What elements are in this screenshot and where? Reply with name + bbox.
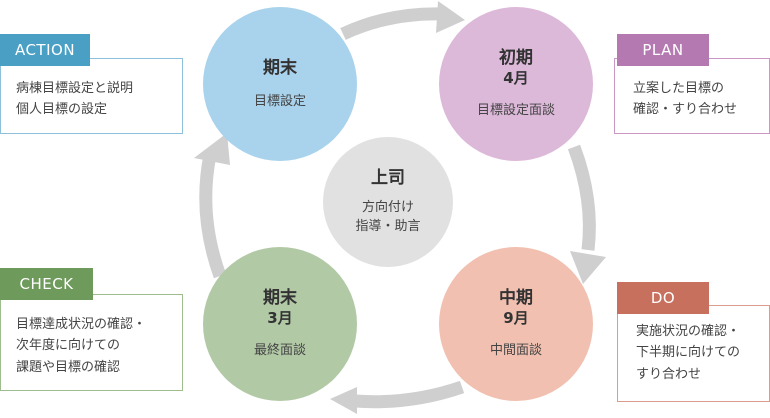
circle-desc: 最終面談 — [253, 343, 306, 359]
check-line-2: 次年度に向けての — [16, 338, 121, 354]
circle-title: 期末 — [263, 57, 297, 78]
check-description-box: 目標達成状況の確認・ 次年度に向けての 課題や目標の確認 — [0, 294, 183, 391]
circle-month: 4月 — [503, 68, 529, 87]
center-title: 上司 — [371, 168, 405, 189]
action-line-2: 個人目標の設定 — [16, 102, 108, 118]
circle-title: 期末 — [263, 287, 297, 308]
center-line-1: 方向付け — [361, 200, 414, 216]
circle-mid-term: 中期 9月 中間面談 — [439, 247, 593, 401]
arrow-top — [340, 7, 446, 40]
check-line-3: 課題や目標の確認 — [16, 359, 121, 375]
do-line-1: 実施状況の確認・ — [636, 324, 741, 339]
arrowhead-right — [570, 251, 606, 284]
plan-line-2: 確認・すり合わせ — [633, 102, 738, 118]
circle-title: 初期 — [499, 47, 533, 68]
plan-description-box: 立案した目標の 確認・すり合わせ — [614, 58, 770, 134]
arrow-right — [567, 144, 596, 251]
do-label: DO — [617, 282, 709, 314]
do-line-3: すり合わせ — [636, 366, 702, 382]
check-label: CHECK — [0, 268, 93, 300]
plan-label: PLAN — [617, 34, 709, 66]
arrowhead-bottom — [330, 387, 357, 414]
circle-supervisor: 上司 方向付け 指導・助言 — [323, 137, 453, 267]
arrowhead-left — [194, 133, 230, 165]
do-description-box: 実施状況の確認・ 下半期に向けての すり合わせ — [617, 305, 770, 402]
circle-desc: 中間面談 — [489, 343, 542, 359]
circle-term-end-goal-setting: 期末 目標設定 — [203, 7, 357, 161]
arrow-bottom — [354, 380, 465, 409]
center-line-2: 指導・助言 — [355, 219, 421, 235]
action-label: ACTION — [0, 34, 90, 66]
circle-month: 9月 — [503, 308, 529, 327]
center-desc: 方向付け 指導・助言 — [355, 199, 420, 237]
arrowhead-top — [436, 1, 465, 33]
circle-month: 3月 — [267, 308, 293, 327]
circle-title: 中期 — [499, 287, 533, 308]
circle-desc: 目標設定 — [253, 93, 306, 109]
check-line-1: 目標達成状況の確認・ — [16, 317, 147, 332]
arrow-left — [199, 153, 227, 279]
action-line-1: 病棟目標設定と説明 — [16, 81, 134, 96]
do-line-2: 下半期に向けての — [636, 345, 741, 361]
circle-desc: 目標設定面談 — [476, 103, 555, 119]
circle-term-end-final: 期末 3月 最終面談 — [203, 247, 357, 401]
action-description-box: 病棟目標設定と説明 個人目標の設定 — [0, 58, 183, 134]
circle-initial-term: 初期 4月 目標設定面談 — [439, 7, 593, 161]
plan-line-1: 立案した目標の — [633, 81, 725, 96]
